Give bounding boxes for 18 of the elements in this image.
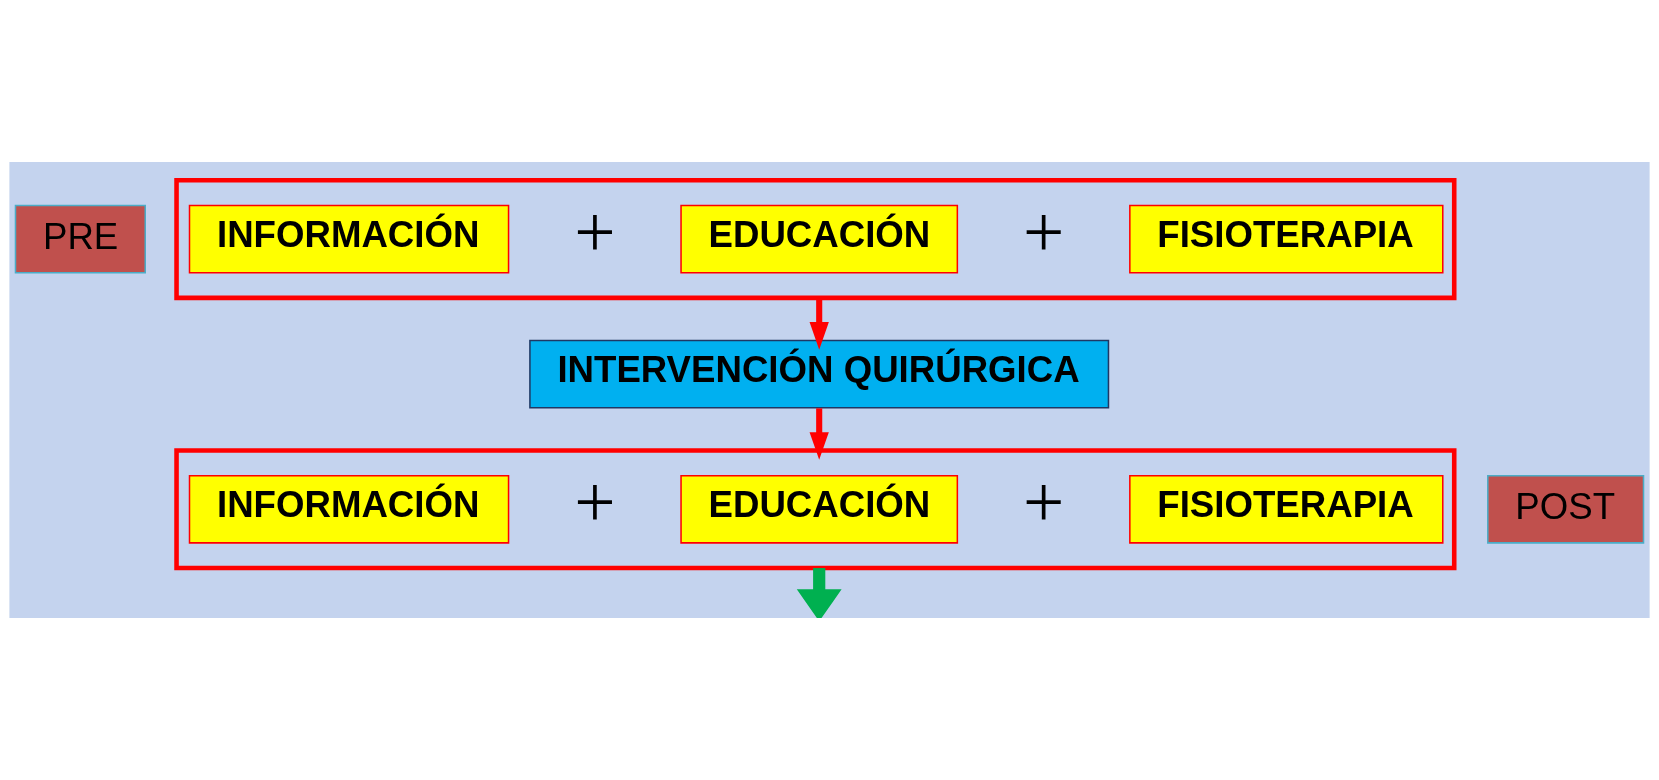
- cluster: [174, 178, 1457, 301]
- label: +: [1022, 192, 1065, 274]
- node-box: EDUCACIÓN: [680, 204, 959, 274]
- arrow: [809, 408, 829, 460]
- label: +: [574, 462, 616, 544]
- node-box: INFORMACIÓN: [188, 204, 510, 274]
- node-box: POST: [1487, 474, 1645, 544]
- node-box: FISIOTERAPIA: [1129, 474, 1444, 544]
- arrow: [809, 297, 829, 350]
- node-box: FISIOTERAPIA: [1129, 204, 1444, 274]
- label: +: [1022, 462, 1065, 544]
- node-box: EDUCACIÓN: [680, 474, 959, 544]
- node-box: INTERVENCIÓN QUIRÚRGICA: [529, 339, 1110, 409]
- node-box: PRE: [14, 204, 146, 274]
- cluster: [174, 448, 1457, 571]
- arrow: [796, 568, 842, 618]
- node-box: INFORMACIÓN: [188, 474, 510, 544]
- label: +: [574, 192, 616, 274]
